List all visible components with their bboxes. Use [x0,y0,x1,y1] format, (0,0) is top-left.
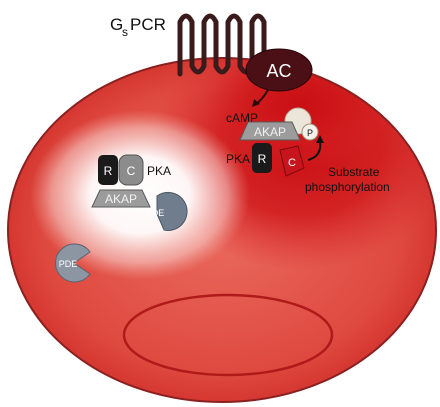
cell [7,57,437,403]
r-free-label: R [104,164,113,178]
pka-bound-label: PKA [226,152,250,166]
pka-free-label: PKA [147,164,171,178]
akap-complex-free: R C PKA AKAP PDE [91,154,188,231]
ac-label: AC [266,61,291,81]
c-bound-label: C [288,157,296,169]
gpcr-label-rest: PCR [130,15,166,34]
akap-bound-label: AKAP [254,125,286,139]
c-subunit-free [118,154,144,186]
akap-bound [239,121,301,141]
phosphorylation-arrow [307,141,322,161]
pde-pacman-icon [55,243,91,283]
phosphate-icon [301,123,319,141]
akap-free-label: AKAP [105,192,137,206]
c-subunit-bound [279,145,305,177]
r-bound-label: R [258,152,267,166]
cell-membrane [7,57,437,403]
camp-arrowhead [252,99,260,107]
adenylyl-cyclase: AC [245,48,313,92]
akap-complex-bound: P AKAP R C PKA Substrate phosphorylation [226,107,390,194]
akap-free [91,189,151,208]
c-free-label: C [127,164,136,178]
substrate-label-1: Substrate [328,165,380,179]
r-subunit-bound [252,143,272,173]
phosphorylation-arrowhead [316,135,324,143]
phosphate-label: P [307,128,313,138]
gpcr-label-sub: s [122,25,128,39]
pde-free: PDE [55,243,91,283]
nucleus [122,293,334,377]
substrate-label-2: phosphorylation [305,180,390,194]
pde-bound-label: PDE [146,208,165,218]
r-subunit-free [98,155,118,185]
pde-free-label: PDE [59,259,78,269]
pde-pacman-icon [156,191,188,231]
gpcr-label-main: G [110,15,123,34]
